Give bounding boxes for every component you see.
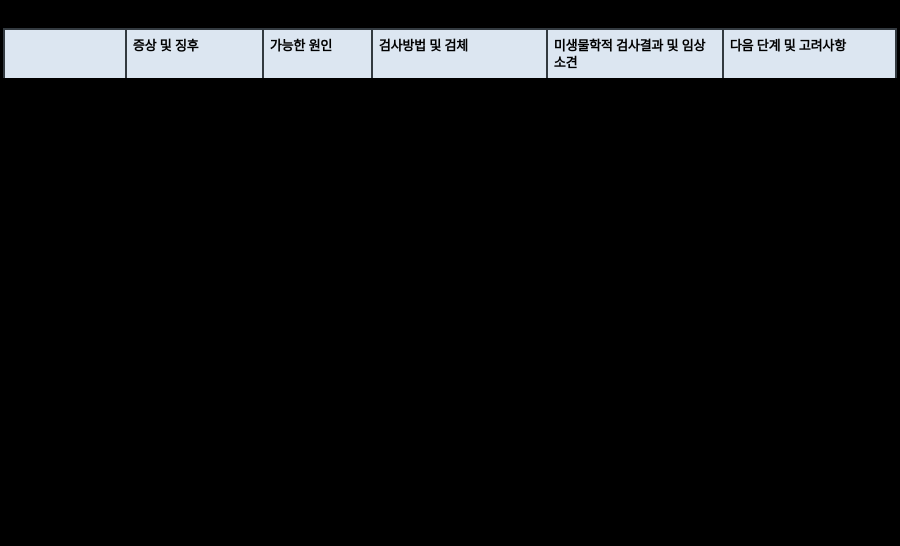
column-header-category[interactable]: [3, 28, 127, 81]
column-header-test-methods-and-specimens[interactable]: 검사방법 및 검체: [371, 28, 548, 81]
table-container: 증상 및 징후 가능한 원인 검사방법 및 검체 미생물학적 검사결과 및 임상…: [3, 28, 897, 81]
table-header-row: 증상 및 징후 가능한 원인 검사방법 및 검체 미생물학적 검사결과 및 임상…: [3, 28, 897, 81]
column-header-possible-causes[interactable]: 가능한 원인: [262, 28, 373, 81]
reference-table: 증상 및 징후 가능한 원인 검사방법 및 검체 미생물학적 검사결과 및 임상…: [3, 28, 897, 81]
table-header: 증상 및 징후 가능한 원인 검사방법 및 검체 미생물학적 검사결과 및 임상…: [3, 28, 897, 81]
column-header-microbiology-results-and-clinical-findings[interactable]: 미생물학적 검사결과 및 임상 소견: [546, 28, 724, 81]
column-header-next-steps-and-considerations[interactable]: 다음 단계 및 고려사항: [722, 28, 897, 81]
empty-content-area: [0, 78, 900, 546]
column-header-signs-and-symptoms[interactable]: 증상 및 징후: [125, 28, 264, 81]
